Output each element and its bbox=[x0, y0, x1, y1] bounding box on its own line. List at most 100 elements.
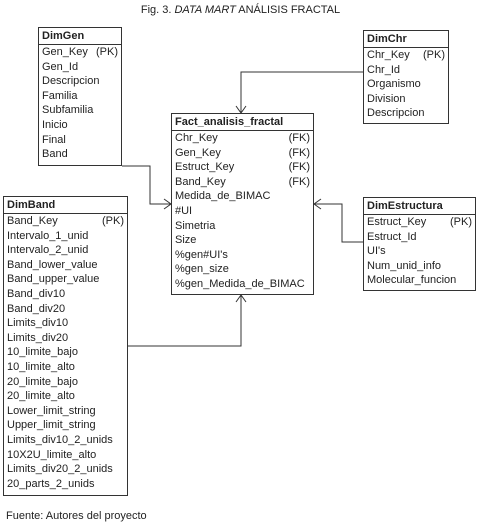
field-name: Intervalo_1_unid bbox=[7, 229, 89, 242]
entity-field: Upper_limit_string bbox=[4, 418, 127, 433]
field-name: Limits_div10 bbox=[7, 317, 69, 330]
field-name: Band_Key bbox=[7, 215, 58, 227]
field-name: Medida_de_BIMAC bbox=[175, 190, 271, 203]
entity-field: #UI bbox=[172, 204, 313, 219]
caption-italic: DATA MART bbox=[174, 4, 236, 16]
entity-field: Division bbox=[364, 92, 448, 107]
field-name: Limits_div20_2_unids bbox=[7, 463, 113, 476]
entity-field: Lower_limit_string bbox=[4, 404, 127, 419]
field-key: (FK) bbox=[288, 132, 310, 144]
field-name: #UI bbox=[175, 204, 193, 217]
entity-field: Intervalo_1_unid bbox=[4, 229, 127, 244]
entity-field: %gen#UI's bbox=[172, 248, 313, 263]
link-chr-fact bbox=[240, 71, 363, 113]
entity-field: Num_unid_info bbox=[364, 259, 475, 274]
entity-field: Medida_de_BIMAC bbox=[172, 189, 313, 204]
field-name: 10_limite_bajo bbox=[7, 346, 78, 359]
entity-field: Descripcion bbox=[364, 106, 448, 121]
entity-field: Estruct_Key(PK) bbox=[364, 215, 475, 230]
link-band-fact bbox=[128, 295, 242, 347]
entity-field: Familia bbox=[39, 89, 121, 104]
field-name: Chr_Id bbox=[367, 63, 401, 76]
entity-field: Chr_Key (PK) bbox=[364, 48, 448, 63]
entity-fields: Chr_Key(FK)Gen_Key(FK)Estruct_Key (FK) Ban… bbox=[172, 131, 313, 292]
field-name: Descripcion bbox=[367, 107, 425, 120]
field-name: Simetria bbox=[175, 219, 216, 232]
field-name: Gen_Key bbox=[42, 46, 88, 58]
entity-field: Band_div20 bbox=[4, 302, 127, 317]
entity-fact-analisis-fractal: Fact_analisis_fractal Chr_Key(FK)Gen_Key… bbox=[171, 113, 314, 295]
entity-field: Organismo bbox=[364, 77, 448, 92]
entity-field: %gen_Medida_de_BIMAC bbox=[172, 277, 313, 292]
field-key: (PK) bbox=[423, 49, 445, 61]
field-name: Estruct_Key bbox=[175, 161, 235, 174]
entity-field: Simetria bbox=[172, 219, 313, 234]
field-name: Num_unid_info bbox=[367, 259, 441, 272]
entity-field: Band_Key(FK) bbox=[172, 175, 313, 190]
entity-field: Gen_Key (PK) bbox=[39, 45, 121, 60]
caption-suffix: ANÁLISIS FRACTAL bbox=[235, 4, 341, 16]
figure-caption: Fig. 3. DATA MART ANÁLISIS FRACTAL bbox=[0, 4, 481, 16]
field-name: 20_parts_2_unids bbox=[7, 477, 95, 490]
entity-field: Limits_div10 bbox=[4, 316, 127, 331]
field-name: Molecular_funcion bbox=[367, 274, 457, 287]
field-name: %gen_size bbox=[175, 263, 229, 276]
field-key: (PK) bbox=[102, 215, 124, 227]
entity-field: Chr_Id bbox=[364, 63, 448, 78]
entity-field: %gen_size bbox=[172, 262, 313, 277]
entity-field: Limits_div20 bbox=[4, 331, 127, 346]
entity-field: Estruct_Id bbox=[364, 230, 475, 245]
field-name: Band_lower_value bbox=[7, 258, 98, 271]
entity-field: Size bbox=[172, 233, 313, 248]
field-name: Band_div20 bbox=[7, 302, 66, 315]
field-name: UI's bbox=[367, 245, 386, 258]
field-name: 10_limite_alto bbox=[7, 360, 75, 373]
field-name: Gen_Id bbox=[42, 60, 79, 73]
entity-field: 20_limite_alto bbox=[4, 389, 127, 404]
field-name: Limits_div20 bbox=[7, 331, 69, 344]
field-name: %gen_Medida_de_BIMAC bbox=[175, 277, 305, 290]
entity-field: Gen_Key(FK) bbox=[172, 146, 313, 161]
entity-title: Fact_analisis_fractal bbox=[172, 114, 313, 131]
field-name: Band_upper_value bbox=[7, 273, 100, 286]
entity-field: Molecular_funcion bbox=[364, 273, 475, 288]
field-name: Size bbox=[175, 234, 197, 247]
entity-field: Band_lower_value bbox=[4, 258, 127, 273]
field-name: %gen#UI's bbox=[175, 248, 228, 261]
field-name: 20_limite_alto bbox=[7, 390, 75, 403]
field-name: Band bbox=[42, 148, 68, 161]
entity-field: UI's bbox=[364, 244, 475, 259]
field-name: Band_div10 bbox=[7, 287, 66, 300]
entity-field: Band bbox=[39, 147, 121, 162]
entity-field: 20_parts_2_unids bbox=[4, 477, 127, 492]
entity-field: Inicio bbox=[39, 118, 121, 133]
field-name: Intervalo_2_unid bbox=[7, 244, 89, 257]
caption-prefix: Fig. 3. bbox=[140, 4, 175, 16]
source-footer: Fuente: Autores del proyecto bbox=[6, 510, 147, 522]
entity-field: 10_limite_bajo bbox=[4, 345, 127, 360]
field-name: Lower_limit_string bbox=[7, 404, 96, 417]
field-key: (PK) bbox=[96, 46, 118, 58]
entity-title: DimBand bbox=[4, 197, 127, 214]
field-name: Descripcion bbox=[42, 75, 100, 88]
field-name: Limits_div10_2_unids bbox=[7, 433, 113, 446]
entity-field: Limits_div20_2_unids bbox=[4, 462, 127, 477]
field-name: Upper_limit_string bbox=[7, 419, 96, 432]
link-estructura-fact bbox=[314, 203, 363, 243]
entity-field: Band_Key (PK) bbox=[4, 214, 127, 229]
entity-field: 10_limite_alto bbox=[4, 360, 127, 375]
entity-field: Band_upper_value bbox=[4, 272, 127, 287]
entity-field: Intervalo_2_unid bbox=[4, 243, 127, 258]
field-name: Chr_Key bbox=[367, 49, 410, 61]
entity-field: 10X2U_limite_alto bbox=[4, 448, 127, 463]
field-name: Estruct_Id bbox=[367, 230, 417, 243]
field-name: Subfamilia bbox=[42, 104, 94, 117]
entity-field: Chr_Key(FK) bbox=[172, 131, 313, 146]
field-name: Final bbox=[42, 133, 66, 146]
